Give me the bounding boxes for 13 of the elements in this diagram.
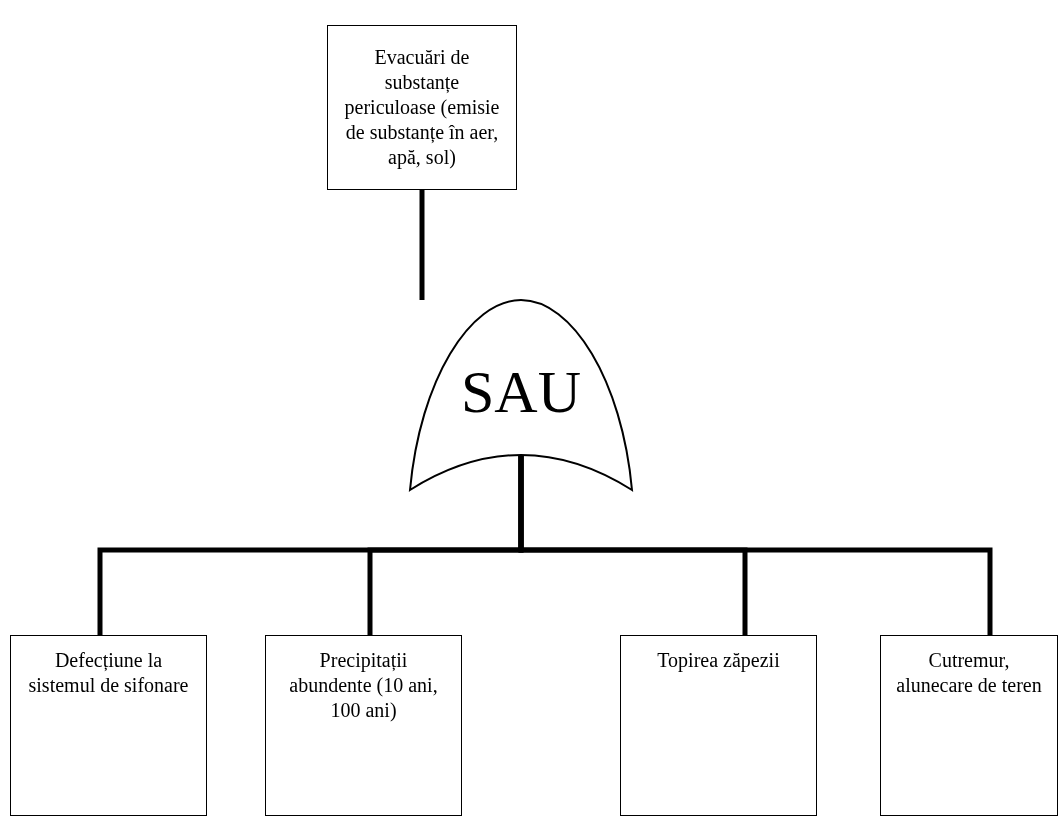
event-text: Topirea zăpezii (657, 648, 780, 673)
event-text: Defecțiune la sistemul de sifonare (27, 648, 190, 698)
event-box (620, 635, 817, 816)
event-box (265, 635, 462, 816)
event-text: Cutremur, alunecare de teren (895, 648, 1043, 698)
connector-line (419, 190, 425, 300)
gate-label: SAU (460, 362, 582, 422)
event-box (880, 635, 1058, 816)
event-text: Precipitații abundente (10 ani, 100 ani) (288, 648, 439, 723)
event-box (10, 635, 207, 816)
top-event-box (327, 25, 517, 190)
connector-line (518, 455, 993, 635)
event-text: Evacuări de substanțe periculoase (emisie de substanțe în aer, apă, sol) (343, 45, 501, 170)
